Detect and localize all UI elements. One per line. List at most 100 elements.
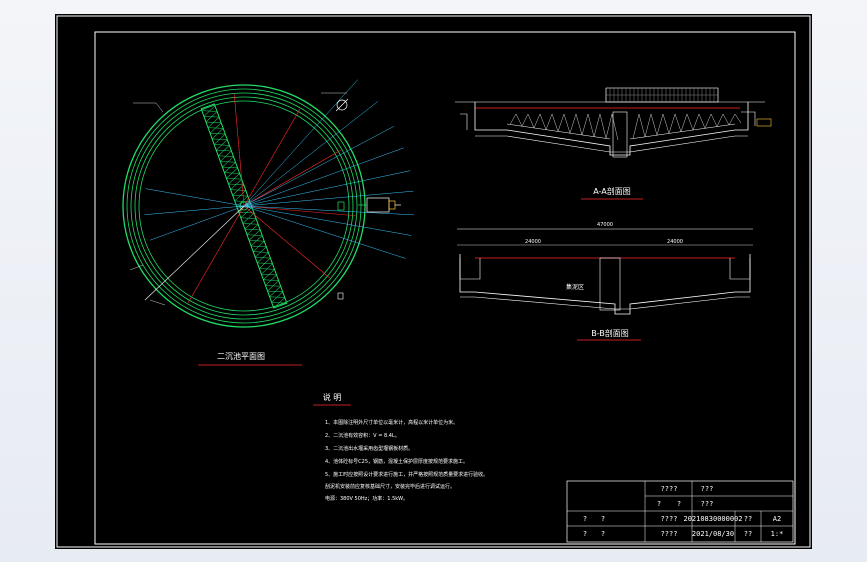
notes-heading: 说 明: [323, 392, 342, 402]
truss-diagonal: [581, 113, 589, 135]
inner-frame: [94, 31, 796, 545]
cyan-leader: [243, 190, 414, 207]
bridge-lattice: [259, 257, 271, 269]
truss-diagonal: [734, 113, 742, 124]
clarifier-wall-outer: [122, 84, 366, 328]
truss-diagonal: [533, 113, 541, 129]
truss-diagonal: [710, 113, 718, 127]
truss-diagonal: [551, 113, 559, 132]
bridge-lattice: [236, 195, 249, 207]
section-bb[interactable]: 47000 24000 24000 集泥区 B-B剖面图: [457, 222, 753, 341]
truss-diagonal: [650, 113, 658, 136]
truss-diagonal: [605, 113, 613, 139]
truss-chord: [506, 123, 611, 140]
truss-diagonal: [662, 113, 670, 134]
bridge-lattice: [218, 145, 230, 156]
tb-r3c3: 20210830000002: [683, 515, 742, 523]
cyan-leader: [243, 205, 414, 216]
bridge-lattice: [230, 178, 242, 190]
truss-diagonal: [515, 113, 523, 127]
bb-tank-outline: [459, 254, 751, 315]
tb-r4c3: 2021/08/30: [692, 530, 734, 538]
truss-chord: [629, 123, 736, 140]
aa-outlet-pipe: [460, 111, 756, 130]
bridge-lattice: [242, 212, 255, 224]
aa-center-column: [612, 111, 628, 158]
bb-dim-left: 24000: [525, 239, 541, 245]
tb-r4c4: ??: [744, 530, 752, 538]
bridge-lattice: [244, 218, 257, 230]
aa-outlet-label-box: [756, 118, 772, 127]
bb-left-trough: [459, 258, 481, 280]
truss-diagonal: [569, 113, 577, 134]
truss-diagonal: [593, 113, 601, 137]
tb-r3c1a: ?: [583, 515, 587, 523]
plan-view[interactable]: 二沉池平面图: [122, 79, 414, 366]
bb-center-column: [599, 257, 621, 311]
aa-title: A-A剖面图: [593, 186, 630, 196]
outlet-pipe: [358, 197, 401, 213]
truss-diagonal: [680, 113, 688, 132]
bridge-lattice: [273, 297, 285, 309]
note-line-1: 1、本图除注明外尺寸单位以毫米计，高程以米计单位为米。: [325, 419, 458, 426]
plan-label-ticks: [129, 92, 347, 306]
tb-r4c1a: ?: [583, 530, 587, 538]
tb-r2c2b: ?: [677, 500, 681, 508]
truss-diagonal: [557, 113, 565, 132]
tb-r2c3: ???: [701, 500, 714, 508]
bridge-lattice: [213, 133, 226, 145]
bridge-lattice: [220, 150, 232, 162]
tb-r4c5: 1:*: [771, 530, 784, 538]
bridge-lattice: [255, 246, 267, 258]
note-line-7: 电源：380V 50Hz；功率：1.5kW。: [325, 495, 408, 502]
note-line-4: 4、池体砼标号C25，钢筋，混凝土保护层厚度按规范要求施工。: [325, 458, 468, 465]
bridge-lattice: [205, 111, 218, 123]
bridge-lattice: [232, 184, 244, 196]
truss-diagonal: [599, 113, 607, 139]
drawing-sheet[interactable]: 二沉池平面图 A-A剖面图: [55, 14, 812, 549]
tb-r3c2: ????: [661, 515, 678, 523]
plan-red-rays: [187, 94, 356, 304]
truss-diagonal: [704, 113, 712, 129]
red-ray: [243, 149, 342, 207]
red-ray: [243, 108, 301, 207]
aa-scraper-truss: [506, 113, 742, 141]
tb-r3c1b: ?: [601, 515, 605, 523]
bridge-lattice: [211, 128, 224, 140]
truss-diagonal: [698, 113, 706, 129]
cyan-leader: [243, 147, 404, 207]
bridge-lattice: [271, 291, 283, 303]
bridge-lattice: [257, 252, 269, 264]
truss-diagonal: [509, 113, 517, 125]
red-ray: [243, 205, 330, 279]
title-block[interactable]: ???? ??? ? ? ??? ? ? ???? 20210830000002…: [566, 480, 794, 543]
drawing-canvas[interactable]: 二沉池平面图 A-A剖面图: [55, 14, 812, 549]
cyan-leader: [243, 205, 412, 236]
bridge-lattice: [252, 241, 265, 252]
bridge-lattice: [224, 162, 236, 173]
bb-title: B-B剖面图: [591, 328, 629, 338]
truss-diagonal: [668, 113, 676, 134]
clarifier-wall-ring-4: [134, 96, 354, 316]
manhole-symbol: [335, 98, 349, 112]
tb-r1c2: ????: [661, 485, 678, 493]
truss-diagonal: [545, 113, 553, 130]
truss-diagonal: [638, 113, 646, 137]
truss-diagonal: [716, 113, 724, 127]
bridge-lattice: [248, 229, 261, 241]
bridge-lattice: [269, 286, 281, 297]
truss-diagonal: [722, 113, 730, 125]
plan-center-line: [144, 205, 245, 301]
notes-block[interactable]: 说 明 1、本图除注明外尺寸单位以毫米计，高程以米计单位为米。 2、二沉池有效容…: [313, 392, 488, 502]
truss-diagonal: [587, 113, 595, 137]
note-line-3: 3、二沉池出水堰采用齿型堰钢板材质。: [325, 445, 413, 452]
section-aa[interactable]: A-A剖面图: [455, 87, 772, 200]
cyan-leader: [149, 205, 245, 241]
tb-r3c4: ??: [744, 515, 752, 523]
bridge-lattice: [267, 280, 279, 292]
aa-tank-bottom: [475, 135, 748, 153]
note-line-2: 2、二沉池有效容积：V = 8.4L。: [325, 432, 400, 439]
truss-diagonal: [728, 113, 736, 125]
plan-cyan-rays: [144, 79, 414, 259]
